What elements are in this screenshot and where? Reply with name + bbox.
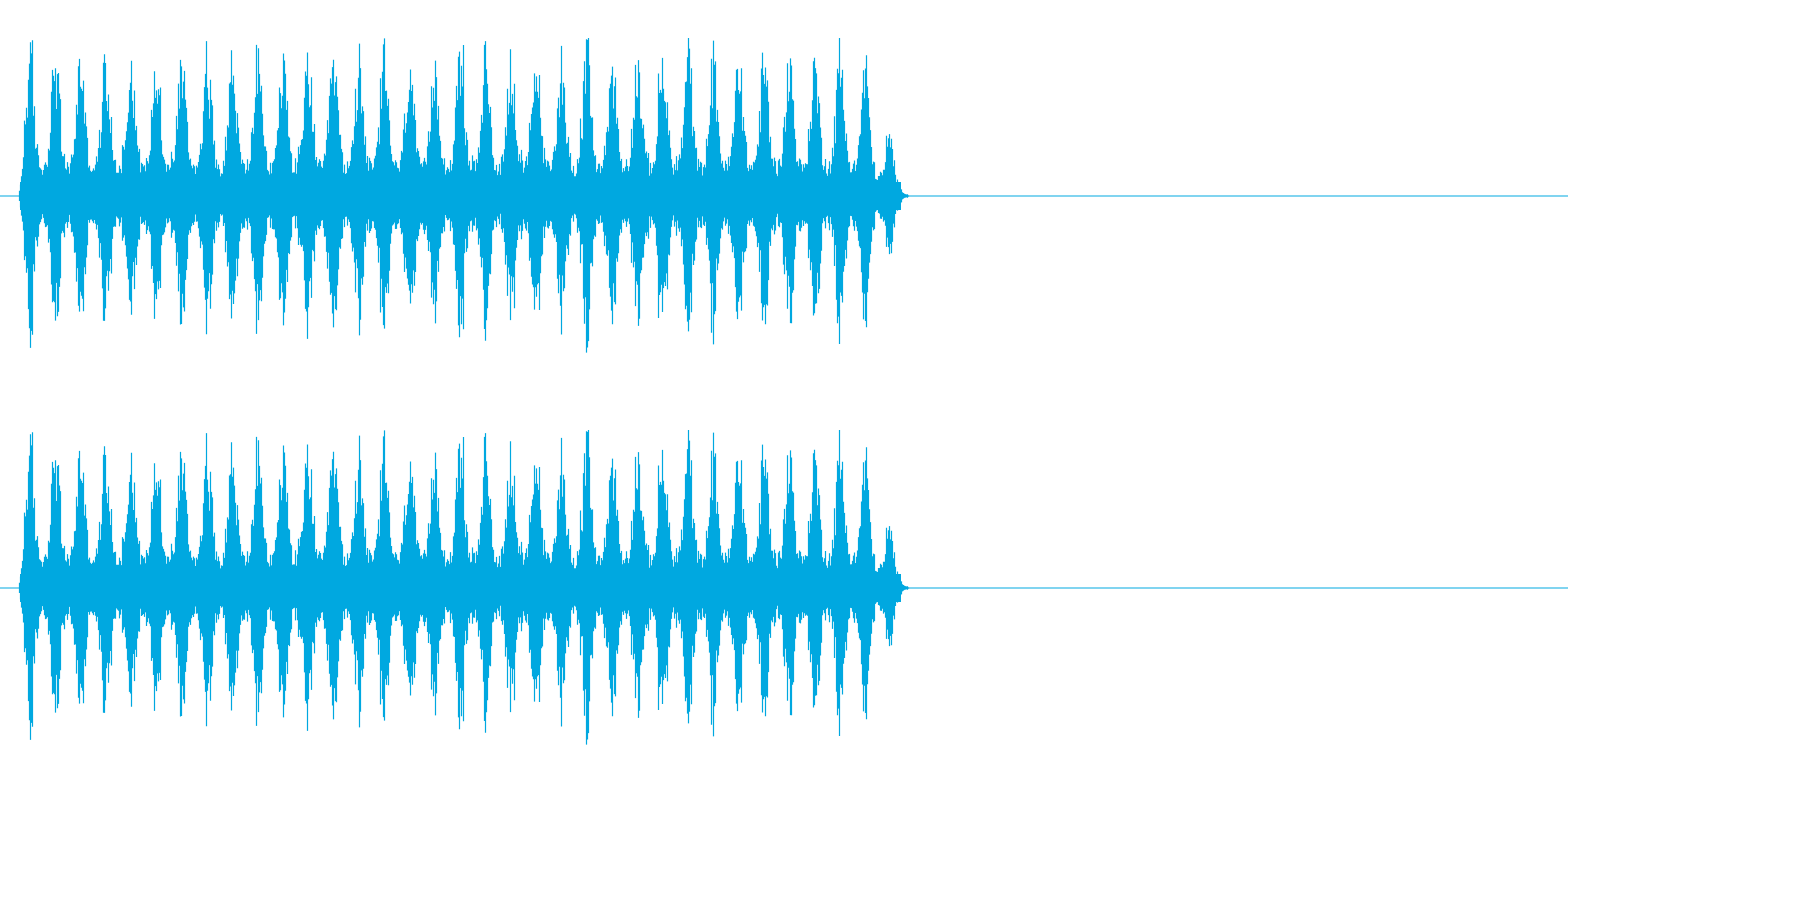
channel-2-core-band xyxy=(20,574,901,602)
waveform-channel-1 xyxy=(0,0,1568,392)
channel-1-core-band xyxy=(20,182,901,210)
channel-2-wave xyxy=(18,430,910,745)
waveform-channel-1-svg xyxy=(0,38,1568,353)
waveform-channel-2 xyxy=(0,392,1568,784)
waveform-channel-2-svg xyxy=(0,430,1568,745)
channel-1-wave xyxy=(18,38,910,353)
waveform-view xyxy=(0,0,1568,784)
